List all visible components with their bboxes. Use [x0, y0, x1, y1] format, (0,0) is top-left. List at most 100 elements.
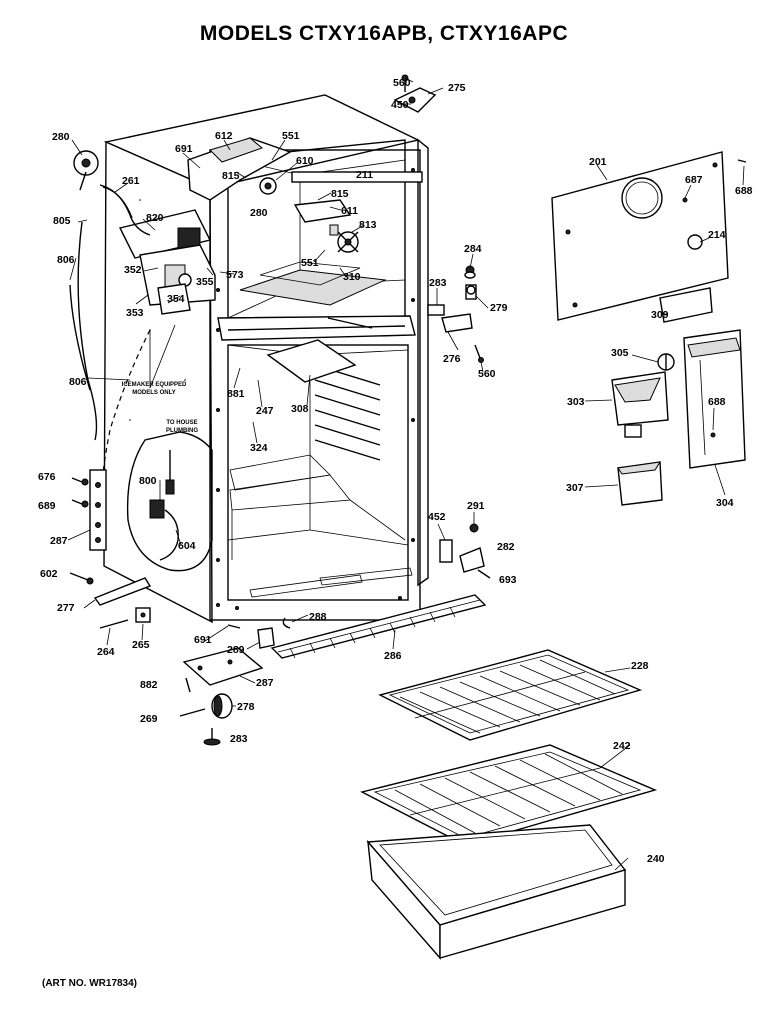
callout: 688 — [735, 185, 753, 197]
callout: 240 — [647, 853, 665, 865]
callout: 214 — [708, 229, 726, 241]
callout: 800 — [139, 475, 157, 487]
callout: 283 — [230, 733, 248, 745]
callout: 278 — [237, 701, 255, 713]
water-valve-800 — [149, 499, 165, 519]
callout: 611 — [341, 205, 358, 217]
callout: 610 — [296, 155, 314, 167]
callout: 688 — [708, 396, 726, 408]
crisper-drawer-240 — [366, 824, 627, 960]
callout: 287 — [256, 677, 274, 689]
callout: 813 — [359, 219, 377, 231]
icemaker-note-line1: ICEMAKER EQUIPPED — [122, 382, 187, 388]
callout: 805 — [53, 215, 71, 227]
grille-286 — [270, 594, 487, 659]
callout: 211 — [356, 169, 373, 181]
callout: 288 — [309, 611, 327, 623]
refrigerator-cabinet — [103, 94, 429, 624]
roller-bracket-287 — [182, 647, 264, 693]
callout: 602 — [40, 568, 58, 580]
evaporator-fan — [329, 224, 359, 253]
callout: 305 — [611, 347, 629, 359]
callout: 324 — [250, 442, 268, 454]
callout: 693 — [499, 574, 517, 586]
callout: 452 — [428, 511, 446, 523]
callout: 247 — [256, 405, 274, 417]
callout: 307 — [566, 482, 584, 494]
leveling-parts — [93, 577, 152, 629]
callout: 275 — [448, 82, 466, 94]
callout: 286 — [384, 650, 402, 662]
water-pipe — [73, 150, 151, 236]
callout: 269 — [140, 713, 158, 725]
freezer-shelf-308 — [266, 339, 357, 383]
callout: 201 — [589, 156, 607, 168]
callout: 289 — [227, 644, 245, 656]
callout: 551 — [301, 257, 319, 269]
callout: 310 — [343, 271, 361, 283]
callout: 881 — [227, 388, 245, 400]
callout: 691 — [175, 143, 193, 155]
callout: 242 — [613, 740, 631, 752]
callout: 560 — [478, 368, 496, 380]
dispenser-housing-304 — [683, 329, 746, 469]
callout: 280 — [52, 131, 70, 143]
water-tube-806 — [77, 221, 98, 441]
bracket-289 — [257, 627, 275, 649]
callout-labels: 560 275 450 280 612 551 691 610 815 211 … — [38, 77, 753, 865]
callout: 806 — [69, 376, 87, 388]
callout: 309 — [651, 309, 669, 321]
callout: 279 — [490, 302, 508, 314]
callout: 612 — [215, 130, 233, 142]
screws-left — [69, 477, 94, 585]
callout: 283 — [429, 277, 447, 289]
callout: 676 — [38, 471, 56, 483]
mounting-bracket-left — [89, 469, 107, 551]
callout: 806 — [57, 254, 75, 266]
callout: 353 — [126, 307, 144, 319]
diagram-title: MODELS CTXY16APB, CTXY16APC — [199, 22, 569, 45]
callout: 815 — [331, 188, 349, 200]
callout: 560 — [393, 77, 411, 89]
right-middle-parts — [427, 265, 484, 363]
callout: 277 — [57, 602, 75, 614]
callout: 573 — [226, 269, 244, 281]
screw-269 — [179, 708, 206, 717]
callout: 882 — [140, 679, 158, 691]
callout: 291 — [467, 500, 485, 512]
callout: 287 — [50, 535, 68, 547]
callout: 815 — [222, 170, 240, 182]
plumbing-note-line1: TO HOUSE — [166, 420, 197, 426]
valve-enclosure — [126, 431, 213, 572]
callout: 551 — [282, 130, 300, 142]
callout: 303 — [567, 396, 585, 408]
icemaker-assembly — [118, 209, 216, 315]
tray-307 — [617, 461, 663, 506]
callout: 276 — [443, 353, 461, 365]
art-number: (ART NO. WR17834) — [42, 978, 138, 989]
callout: 352 — [124, 264, 142, 276]
callout: 261 — [122, 175, 140, 187]
callout: 450 — [391, 99, 409, 111]
clip-288 — [282, 617, 291, 629]
leader-lines — [67, 77, 745, 871]
callout: 304 — [716, 497, 734, 509]
icemaker-note-line2: MODELS ONLY — [132, 390, 175, 396]
thermostat-knob — [657, 353, 675, 371]
housing-303 — [611, 371, 669, 438]
callout: 280 — [250, 207, 268, 219]
plumbing-note-line2: PLUMBING — [166, 428, 198, 434]
callout: 354 — [167, 293, 185, 305]
rear-panel-201 — [551, 151, 747, 321]
callout: 355 — [196, 276, 214, 288]
callout: 604 — [178, 540, 196, 552]
control-housing — [187, 137, 423, 223]
callout: 687 — [685, 174, 703, 186]
callout: 284 — [464, 243, 482, 255]
callout: 308 — [291, 403, 309, 415]
callout: 820 — [146, 212, 164, 224]
crisper-cover-242 — [360, 744, 658, 846]
callout: 691 — [194, 634, 212, 646]
callout: 228 — [631, 660, 649, 672]
